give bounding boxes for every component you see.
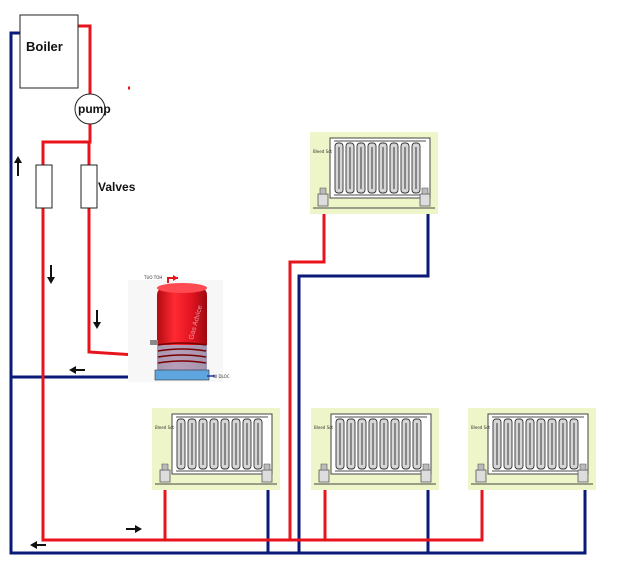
arrow-left-icon [69, 366, 85, 374]
cold-in-label: NI DLOC [213, 374, 230, 379]
zone-valves: Valves [35, 164, 136, 209]
radiator-bottom-right [468, 408, 596, 490]
boiler-label: Boiler [26, 39, 63, 54]
arrow-up-icon [14, 156, 22, 176]
arrow-down-icon [93, 310, 101, 329]
boiler: Boiler [19, 14, 79, 89]
arrow-down-icon [47, 265, 55, 284]
valve-left [35, 164, 53, 209]
radiator-bottom-left [152, 408, 280, 490]
flow-arrows [14, 156, 142, 549]
hot-water-cylinder: TUO TOH Gas Advice NI DLOC [128, 275, 230, 382]
radiator-top [310, 132, 438, 214]
radiator-bottom-middle [311, 408, 439, 490]
valves-label: Valves [98, 180, 136, 194]
arrow-right-icon [126, 525, 142, 533]
arrow-left-icon [30, 541, 46, 549]
hot-out-label: TUO TOH [143, 275, 162, 280]
pump-label: pump [78, 102, 111, 116]
pump: pump [74, 93, 111, 125]
valve-right [80, 164, 98, 209]
